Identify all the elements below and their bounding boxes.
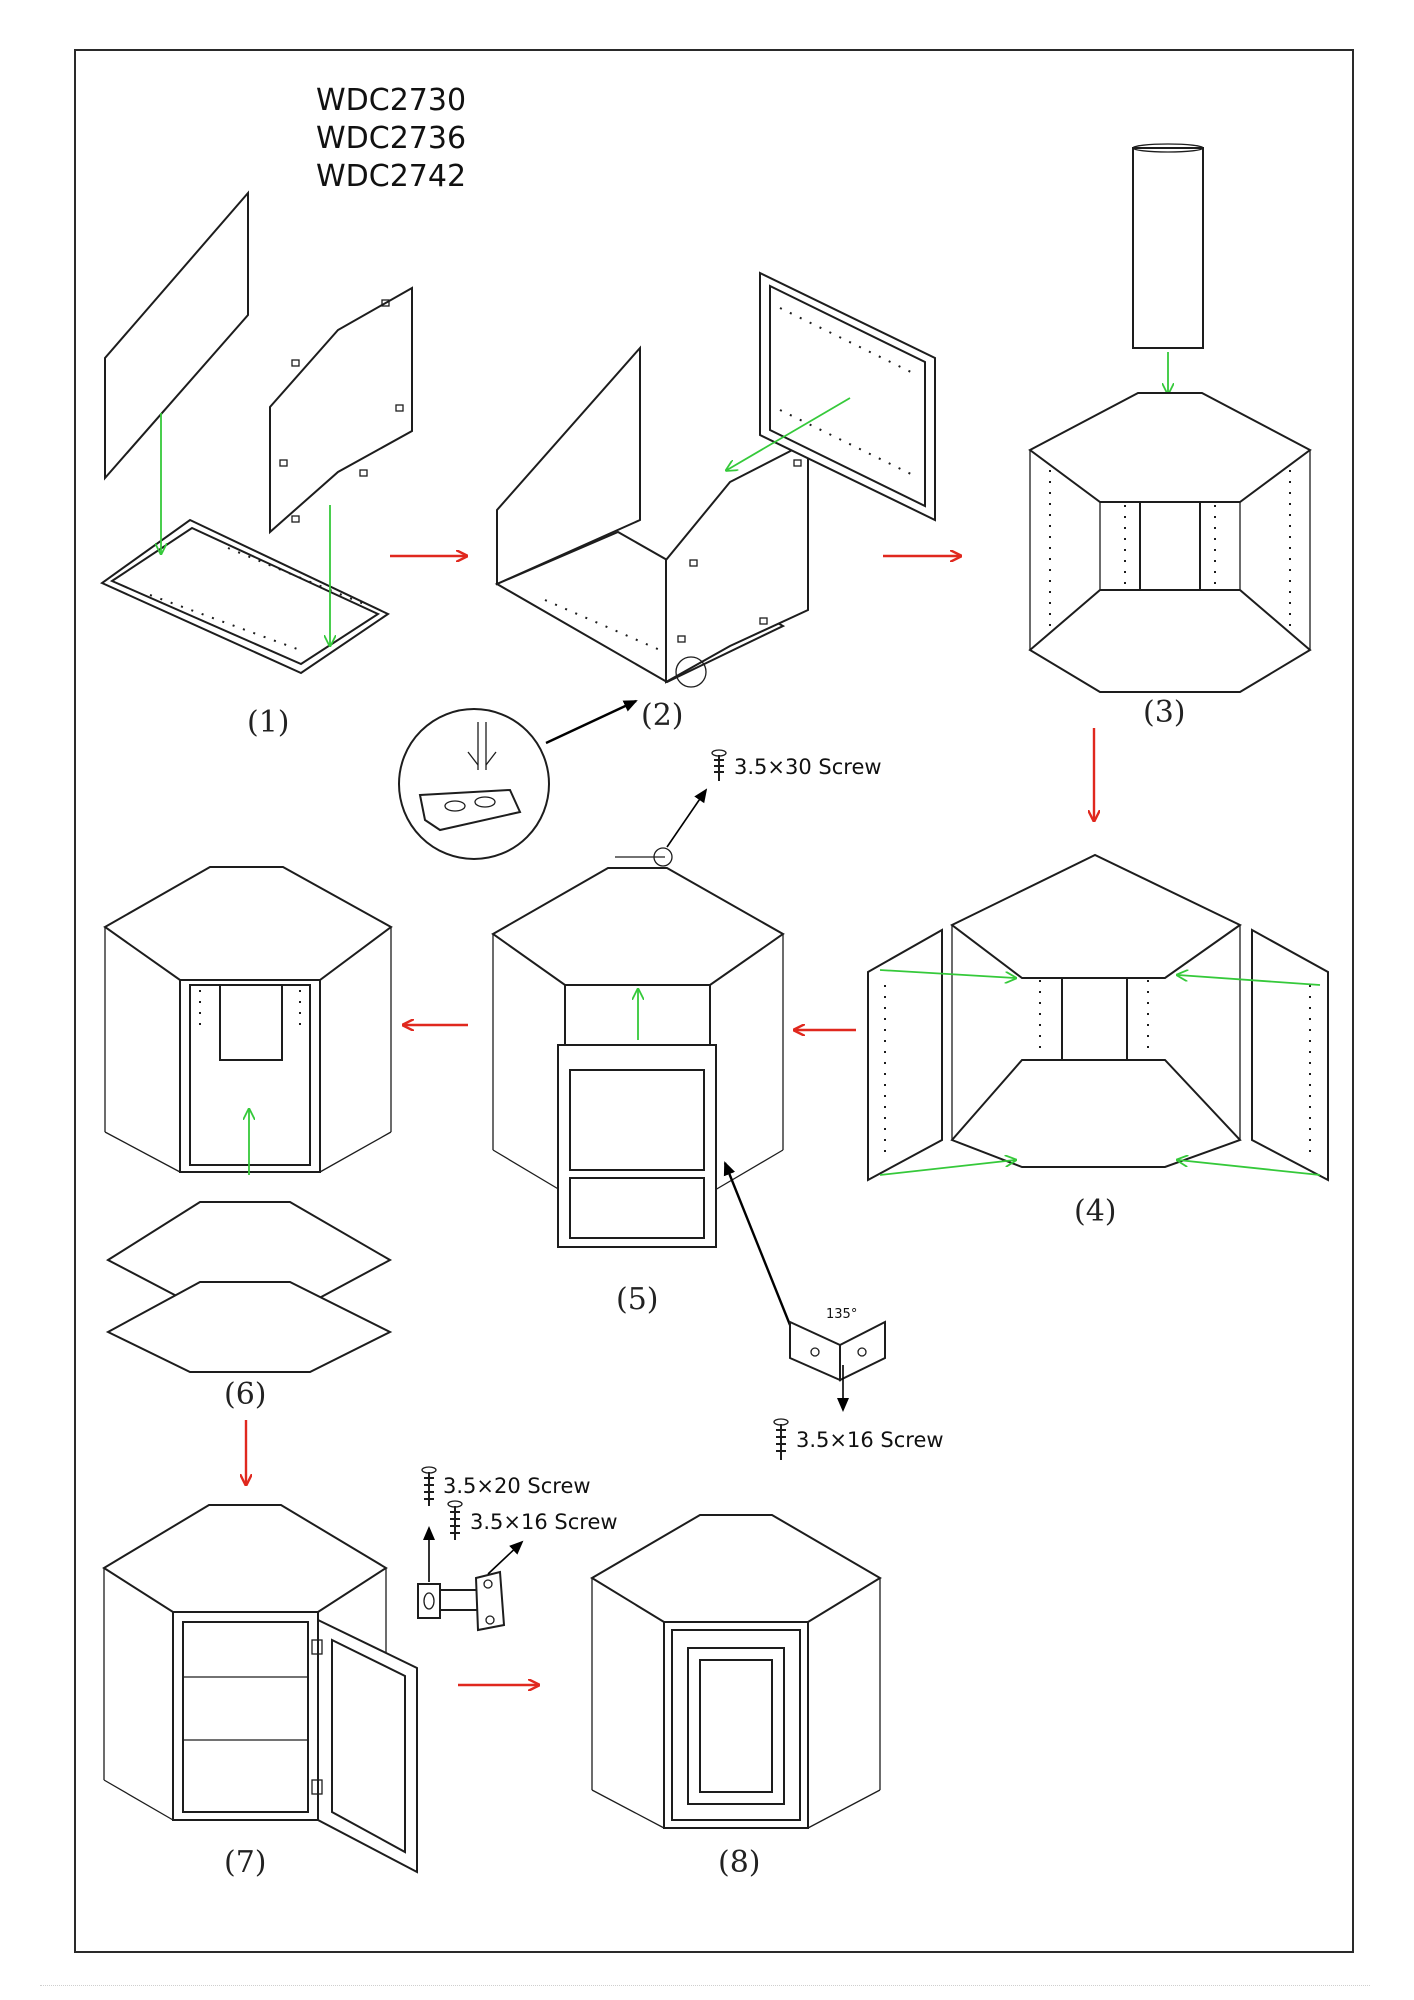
screw-callout: 3.5×16 Screw xyxy=(470,1510,618,1534)
door-panel xyxy=(687,1647,785,1805)
step-4-drawing xyxy=(867,853,1329,1182)
face-frame xyxy=(179,979,321,1173)
screw-callout: 3.5×20 Screw xyxy=(443,1474,591,1498)
step-2-drawing xyxy=(494,271,936,688)
screw-callout: 3.5×16 Screw xyxy=(796,1428,944,1452)
page-border xyxy=(74,49,1354,1953)
side-panel-right xyxy=(269,286,413,535)
bottom-panel xyxy=(1028,589,1312,693)
top-panel xyxy=(590,1514,882,1623)
step-5-drawing xyxy=(491,788,792,1326)
closed-door xyxy=(663,1621,809,1829)
step-label: (3) xyxy=(1143,695,1186,730)
top-panel xyxy=(102,1504,388,1613)
model-number: WDC2730 xyxy=(316,83,467,118)
model-numbers: WDC2730 WDC2736 WDC2742 xyxy=(316,82,466,196)
screw-callout: 3.5×30 Screw xyxy=(734,755,882,779)
bracket-angle-label: 135° xyxy=(826,1307,858,1322)
step-8-drawing xyxy=(590,1514,882,1829)
bottom-panel xyxy=(950,1059,1242,1168)
step-7-drawing xyxy=(102,1504,418,1874)
shelf xyxy=(105,1281,393,1373)
top-panel xyxy=(950,853,1242,979)
step-label: (5) xyxy=(616,1282,659,1317)
corner-bracket-135 xyxy=(789,1320,886,1412)
screw-icon xyxy=(447,1500,463,1540)
step-label: (4) xyxy=(1074,1194,1117,1229)
step-6-drawing xyxy=(103,866,393,1373)
screw-icon xyxy=(421,1466,437,1506)
screw-icon xyxy=(773,1418,789,1460)
model-number: WDC2742 xyxy=(316,159,467,194)
step-label: (2) xyxy=(641,698,684,733)
top-panel xyxy=(491,867,785,986)
top-panel xyxy=(1028,392,1312,503)
side-panel-left xyxy=(867,928,943,1182)
back-rail xyxy=(1132,147,1204,349)
step-3-drawing xyxy=(1028,143,1312,693)
step-label: (6) xyxy=(224,1377,267,1412)
top-panel xyxy=(103,866,393,981)
step-label: (7) xyxy=(224,1845,267,1880)
hinge-detail xyxy=(417,1526,524,1632)
screw-icon xyxy=(711,749,727,781)
model-number: WDC2736 xyxy=(316,121,467,156)
side-panel-right xyxy=(665,440,809,684)
step-label: (8) xyxy=(718,1845,761,1880)
step-label: (1) xyxy=(247,705,290,740)
face-frame xyxy=(172,1611,319,1821)
cam-lock-detail xyxy=(398,699,638,860)
side-panel-left xyxy=(104,190,249,481)
side-panel-right xyxy=(1251,928,1329,1182)
door-open xyxy=(317,1618,418,1874)
step-1-drawing xyxy=(100,190,413,675)
back-panel xyxy=(759,271,936,522)
footer-rule xyxy=(40,1985,1370,1988)
face-frame xyxy=(557,1044,717,1248)
